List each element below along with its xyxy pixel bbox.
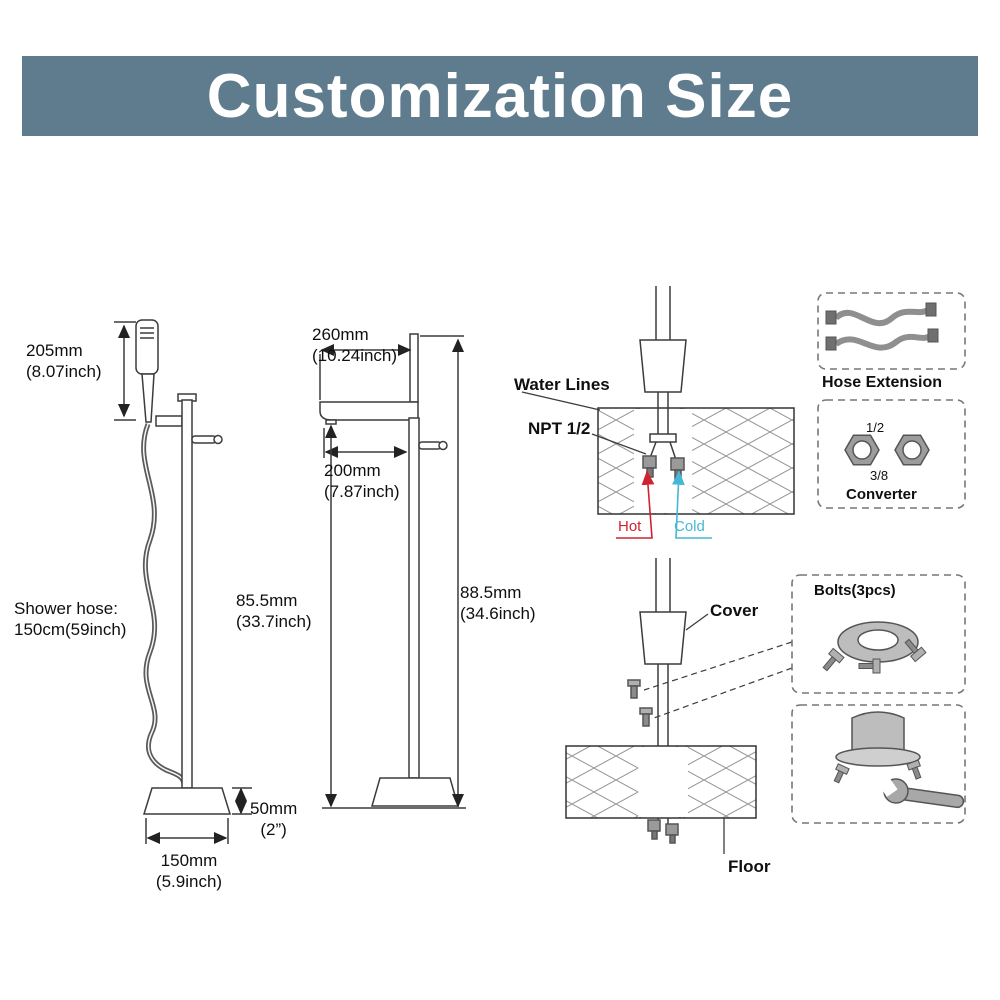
shower-hose-note: Shower hose: 150cm(59inch) — [14, 598, 126, 640]
page-title: Customization Size — [206, 61, 794, 131]
hose-extension-box — [817, 292, 966, 370]
note-line-2: 150cm(59inch) — [14, 620, 127, 639]
dim-value-inch: (8.07inch) — [26, 362, 102, 381]
dim-height-left: 85.5mm (33.7inch) — [236, 590, 312, 632]
dim-height-right: 88.5mm (34.6inch) — [460, 582, 536, 624]
hose-extension-label: Hose Extension — [822, 374, 943, 391]
dim-value-inch: (2”) — [260, 820, 287, 839]
water-lines-drawing — [521, 286, 795, 539]
dim-spout-reach: 200mm (7.87inch) — [324, 460, 400, 502]
converter-box — [817, 399, 966, 509]
dim-value-mm: 260mm — [312, 325, 369, 344]
converter-size-half-label: 1/2 — [866, 420, 885, 435]
floor-label: Floor — [728, 857, 771, 876]
dim-value-inch: (7.87inch) — [324, 482, 400, 501]
dim-value-mm: 88.5mm — [460, 583, 522, 602]
dim-value-mm: 150mm — [160, 851, 218, 870]
bolts-label: Bolts(3pcs) — [814, 582, 896, 599]
dim-value-inch: (33.7inch) — [236, 612, 312, 631]
dim-value-inch: (5.9inch) — [155, 872, 223, 891]
dim-value-mm: 85.5mm — [236, 591, 298, 610]
water-lines-label: Water Lines — [514, 375, 610, 394]
converter-size-three-eighths-label: 3/8 — [870, 468, 889, 483]
note-line-1: Shower hose: — [14, 599, 118, 618]
cold-label: Cold — [674, 518, 705, 535]
wrench-drawing — [878, 777, 965, 809]
floor-install-drawing — [565, 558, 793, 854]
dim-base-height: 50mm (2”) — [250, 798, 297, 840]
dim-base-width: 150mm (5.9inch) — [146, 850, 232, 892]
converter-label: Converter — [846, 486, 917, 503]
dim-handheld-height: 205mm (8.07inch) — [26, 340, 102, 382]
dim-value-inch: (34.6inch) — [460, 604, 536, 623]
dim-value-mm: 205mm — [26, 341, 83, 360]
dim-value-inch: (10.24inch) — [312, 346, 398, 365]
wrench-box — [791, 704, 966, 824]
hot-label: Hot — [618, 518, 642, 535]
tub-filler-faucet-drawing — [319, 333, 466, 809]
dim-spout-overall: 260mm (10.24inch) — [312, 324, 397, 366]
title-banner: Customization Size — [22, 56, 978, 136]
dim-value-mm: 50mm — [250, 799, 298, 818]
dim-value-mm: 200mm — [324, 461, 381, 480]
cover-label: Cover — [710, 601, 759, 620]
bolts-box — [791, 574, 966, 694]
npt-label: NPT 1/2 — [528, 419, 591, 438]
hand-shower-faucet-drawing — [114, 319, 252, 844]
